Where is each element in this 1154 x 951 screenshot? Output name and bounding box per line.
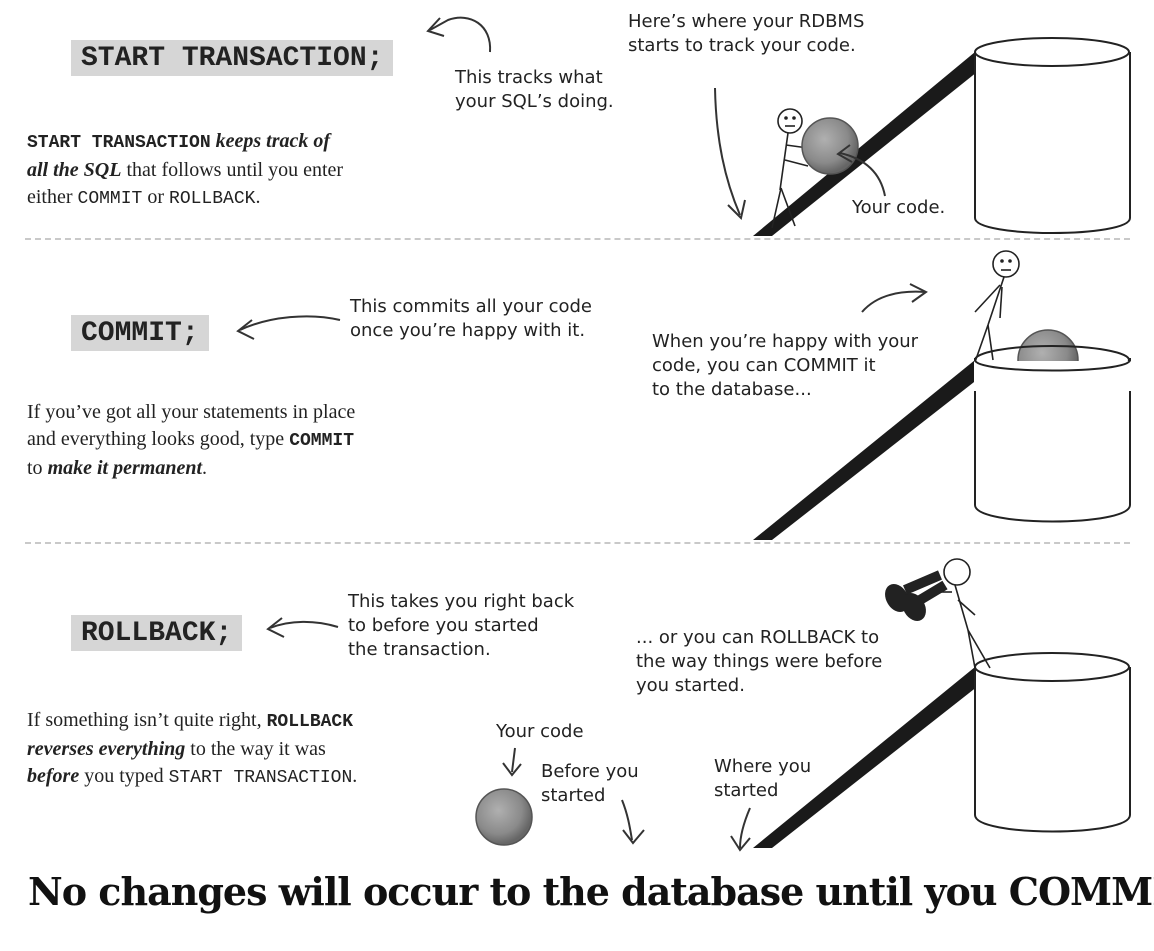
arrowhead-icon: [622, 829, 645, 845]
database-cylinder-icon: [974, 37, 1131, 234]
footer-headline: No changes will occur to the database un…: [28, 869, 1154, 914]
note-line: starts to track your code.: [628, 35, 856, 56]
code-ball-icon: [475, 788, 533, 846]
arrowhead-icon: [502, 762, 522, 777]
desc-text: or: [142, 186, 170, 208]
desc-text: .: [255, 186, 261, 208]
your-code-note: Your code.: [852, 197, 946, 218]
note-line: to before you started: [348, 615, 539, 636]
desc-text: If you’ve got all your statements in pla…: [27, 401, 356, 423]
note-line: your SQL’s doing.: [455, 91, 614, 112]
code-ball-icon: [801, 117, 859, 175]
note-line: This takes you right back: [348, 591, 575, 612]
happy-note: When you’re happy with your code, you ca…: [652, 330, 918, 402]
rollback-description: If something isn’t quite right, ROLLBACK…: [27, 707, 467, 792]
desc-text: If something isn’t quite right,: [27, 709, 267, 731]
database-cylinder-icon: [974, 329, 1131, 523]
arrow-curved-icon: [839, 152, 886, 197]
desc-text: either: [27, 186, 78, 208]
section3-artwork: [266, 558, 1131, 852]
note-line: started: [714, 780, 779, 801]
desc-text: you typed: [79, 765, 169, 787]
where-you-started-note: Where you started: [714, 755, 811, 803]
start-transaction-code: START TRANSACTION: [27, 133, 211, 153]
arrowhead-icon: [727, 199, 746, 220]
ramp-icon: [753, 667, 992, 848]
commit-command: COMMIT;: [71, 315, 209, 351]
your-code-label: Your code: [496, 721, 584, 742]
note-line: Before you: [541, 761, 639, 782]
database-cylinder-icon: [974, 652, 1131, 833]
arrowhead-icon: [236, 319, 255, 340]
note-line: code, you can COMMIT it: [652, 355, 876, 376]
note-line: to the database...: [652, 379, 812, 400]
commit-description: If you’ve got all your statements in pla…: [27, 399, 457, 482]
note-line: the transaction.: [348, 639, 491, 660]
reverses-emphasis: reverses everything: [27, 738, 186, 760]
note-line: Where you: [714, 756, 812, 777]
rollback-code: ROLLBACK: [169, 189, 256, 209]
arrow-up-right-icon: [861, 290, 926, 313]
arrowhead-icon: [836, 144, 853, 163]
or-rollback-note: ... or you can ROLLBACK to the way thing…: [636, 626, 882, 698]
takes-back-note: This takes you right back to before you …: [348, 590, 574, 662]
desc-text: to: [27, 457, 48, 479]
start-transaction-command: START TRANSACTION;: [71, 40, 394, 76]
keeps-track-emphasis: keeps track of: [215, 130, 331, 152]
rdbms-note: Here’s where your RDBMS starts to track …: [628, 10, 864, 58]
commits-note: This commits all your code once you’re h…: [350, 295, 592, 343]
desc-text: that follows until you enter: [121, 159, 344, 181]
rollback-code: ROLLBACK: [266, 712, 354, 732]
rollback-command: ROLLBACK;: [71, 615, 243, 651]
arrow-down-icon: [621, 799, 633, 841]
note-line: This tracks what: [455, 67, 603, 88]
arrow-left-icon: [239, 315, 341, 331]
commit-code: COMMIT: [77, 189, 143, 209]
arrowhead-icon: [730, 835, 751, 852]
binoculars-icon: [885, 570, 948, 621]
ramp-icon: [753, 360, 992, 540]
before-emphasis: before: [27, 765, 80, 787]
commit-code: COMMIT: [289, 431, 354, 451]
all-the-sql-emphasis: all the SQL: [27, 159, 122, 181]
start-transaction-description: START TRANSACTION keeps track of all the…: [27, 128, 447, 213]
arrow-left-icon: [269, 620, 339, 629]
note-line: the way things were before: [636, 651, 883, 672]
desc-text: and everything looks good, type: [27, 428, 290, 450]
note-line: When you’re happy with your: [652, 331, 919, 352]
desc-text: to the way it was: [185, 738, 326, 760]
make-permanent-emphasis: make it permanent: [47, 457, 203, 479]
start-transaction-code: START TRANSACTION: [168, 768, 353, 788]
section-divider: [25, 238, 1130, 240]
stick-figure-with-binoculars-icon: [885, 558, 991, 669]
arrowhead-icon: [909, 283, 928, 303]
section1-artwork: [426, 16, 1131, 236]
arrowhead-icon: [426, 17, 445, 37]
note-line: This commits all your code: [350, 296, 592, 317]
before-you-started-note: Before you started: [541, 760, 639, 808]
stick-figure-icon: [974, 250, 1020, 363]
note-line: Here’s where your RDBMS: [628, 11, 865, 32]
ramp-icon: [753, 52, 992, 236]
note-line: once you’re happy with it.: [350, 320, 586, 341]
section-divider: [25, 542, 1130, 544]
note-line: ... or you can ROLLBACK to: [636, 627, 880, 648]
arrowhead-icon: [266, 617, 285, 638]
tracks-note: This tracks what your SQL’s doing.: [455, 66, 614, 114]
arrow-down-icon: [714, 87, 741, 216]
note-line: started: [541, 785, 606, 806]
arrow-curved-up-icon: [429, 16, 492, 53]
note-line: you started.: [636, 675, 745, 696]
desc-text: .: [352, 765, 358, 787]
stick-figure-icon: [771, 108, 809, 229]
section2-artwork: [236, 250, 1131, 540]
arrow-down-icon: [739, 807, 751, 849]
desc-text: .: [202, 457, 208, 479]
arrow-down-icon: [511, 747, 516, 773]
